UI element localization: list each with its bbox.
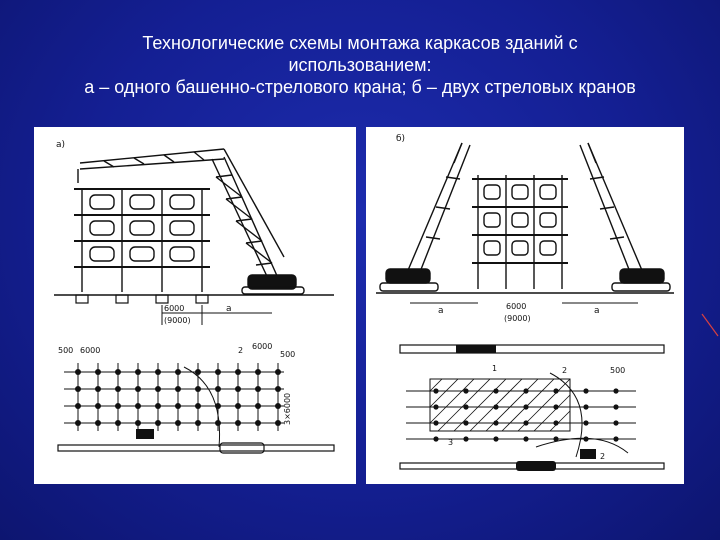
dim-a-left: a [438, 306, 444, 316]
plan-label-3: 3 [448, 438, 453, 447]
panel-a-label: а) [56, 140, 65, 150]
dim-6000: 6000 [164, 304, 184, 313]
dim-9000-b: (9000) [504, 314, 531, 323]
plan-view-b: 1 2 500 [399, 344, 665, 471]
right-jib-crane [579, 142, 671, 292]
plan-label-2: 2 [238, 346, 243, 355]
tower-crane-scheme: а) [54, 140, 335, 454]
diagram-panel-a: а) [34, 127, 356, 484]
plan-6000-right: 6000 [252, 342, 272, 351]
dim-6000-b: 6000 [506, 302, 526, 311]
dim-9000: (9000) [164, 316, 191, 325]
building-frame [74, 188, 210, 292]
title-line-2: использованием: [288, 55, 432, 75]
dim-a: a [226, 304, 232, 314]
plan-3x6000: 3×6000 [283, 393, 292, 425]
plan-500: 500 [58, 346, 73, 355]
foundations [75, 294, 209, 304]
building-frame-b [472, 175, 568, 289]
panel-b-label: б) [396, 134, 405, 144]
plan-label-2-b: 2 [562, 366, 567, 375]
plan-500-b: 500 [610, 366, 625, 375]
plan-label-2-bottom: 2 [600, 452, 605, 461]
slide-title: Технологические схемы монтажа каркасов з… [20, 32, 700, 98]
plan-6000: 6000 [80, 346, 100, 355]
title-line-1: Технологические схемы монтажа каркасов з… [142, 33, 578, 53]
plan-label-1: 1 [492, 364, 497, 373]
two-jib-cranes-scheme: б) [376, 134, 674, 471]
title-line-3: а – одного башенно-стрелового крана; б –… [84, 77, 636, 97]
decorative-corner-line [701, 313, 719, 337]
plan-view: 500 6000 2 6000 500 3×6000 [57, 342, 335, 454]
tower-crane [77, 148, 305, 295]
dim-a-right: a [594, 306, 600, 316]
plan-500-right: 500 [280, 350, 295, 359]
diagram-panel-b: б) [366, 127, 684, 484]
left-jib-crane [379, 142, 471, 292]
